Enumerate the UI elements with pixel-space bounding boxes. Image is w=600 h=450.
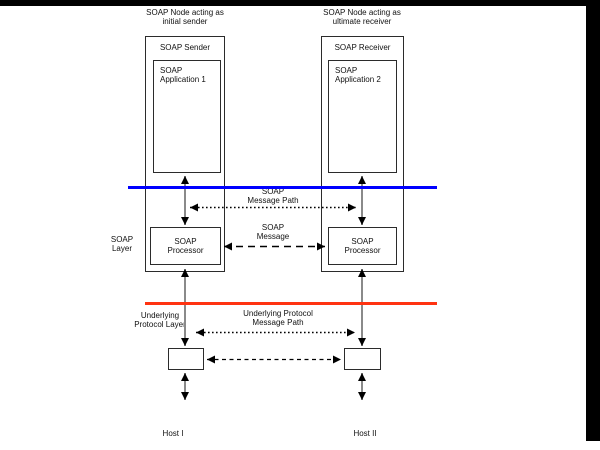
initial-sender-title: SOAP Node acting as initial sender [115, 8, 255, 26]
ultimate-receiver-title-line1: SOAP Node acting as [323, 8, 401, 17]
soap-application-2-line2: Application 2 [335, 75, 381, 84]
soap-message-line2: Message [256, 232, 290, 241]
ultimate-receiver-title-line2: ultimate receiver [332, 17, 392, 26]
soap-application-1-line1: SOAP [160, 66, 183, 75]
underlying-protocol-layer-label: Underlying Protocol Layer [110, 311, 210, 329]
soap-layer-label: SOAP Layer [92, 235, 152, 253]
host-1-label: Host I [162, 429, 184, 438]
soap-message-path-label: SOAP Message Path [203, 187, 343, 205]
underlying-protocol-message-path-line2: Message Path [252, 318, 304, 327]
underlying-protocol-layer-line1: Underlying [140, 311, 180, 320]
top-black-bar [0, 0, 600, 6]
initial-sender-title-line2: initial sender [162, 17, 208, 26]
soap-sender-label: SOAP Sender [159, 43, 211, 52]
soap-application-2-label: SOAP Application 2 [335, 66, 381, 84]
soap-processor-receiver-label: SOAP Processor [329, 237, 396, 255]
right-black-bar [586, 0, 600, 441]
soap-layer-line2: Layer [111, 244, 132, 253]
underlying-protocol-node-right-box [344, 348, 381, 370]
soap-processor-receiver-box: SOAP Processor [328, 227, 397, 265]
soap-message-line1: SOAP [261, 223, 285, 232]
soap-message-path-line1: SOAP [261, 187, 285, 196]
soap-application-1-label: SOAP Application 1 [160, 66, 206, 84]
soap-application-1-line2: Application 1 [160, 75, 206, 84]
soap-processor-receiver-line2: Processor [344, 246, 381, 255]
initial-sender-title-line1: SOAP Node acting as [146, 8, 224, 17]
ultimate-receiver-title: SOAP Node acting as ultimate receiver [292, 8, 432, 26]
soap-application-2-box: SOAP Application 2 [328, 60, 397, 173]
underlying-protocol-message-path-label: Underlying Protocol Message Path [208, 309, 348, 327]
underlying-protocol-layer-line2: Protocol Layer [134, 320, 186, 329]
soap-processor-sender-line2: Processor [167, 246, 204, 255]
soap-message-path-line2: Message Path [247, 196, 299, 205]
soap-processor-sender-line1: SOAP [174, 237, 197, 246]
soap-message-label: SOAP Message [203, 223, 343, 241]
underlying-protocol-node-left-box [168, 348, 204, 370]
soap-application-1-box: SOAP Application 1 [153, 60, 221, 173]
underlying-protocol-message-path-line1: Underlying Protocol [243, 309, 313, 318]
soap-application-2-line1: SOAP [335, 66, 358, 75]
soap-processor-sender-box: SOAP Processor [150, 227, 221, 265]
soap-processor-receiver-line1: SOAP [351, 237, 374, 246]
host-2-label: Host II [353, 429, 377, 438]
soap-receiver-label: SOAP Receiver [334, 43, 391, 52]
soap-layer-line1: SOAP [110, 235, 134, 244]
soap-processor-sender-label: SOAP Processor [151, 237, 220, 255]
